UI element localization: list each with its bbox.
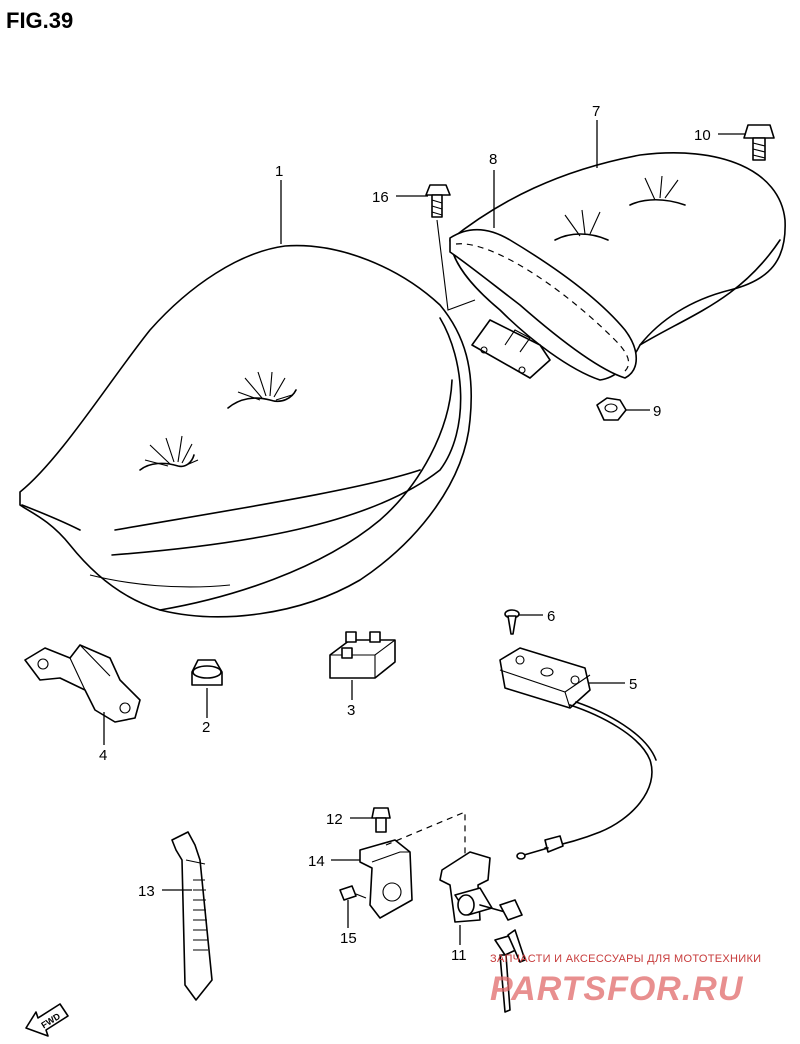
bolt-10 bbox=[743, 124, 775, 161]
cushion-2 bbox=[191, 659, 223, 686]
rubber-block-3 bbox=[329, 631, 396, 679]
screw-12 bbox=[371, 807, 391, 833]
callout-5: 5 bbox=[629, 676, 637, 693]
front-seat bbox=[19, 244, 473, 618]
callout-12: 12 bbox=[326, 811, 343, 828]
seat-dimple-upper bbox=[227, 371, 297, 409]
screw-15 bbox=[339, 885, 367, 901]
seat-dimple-lower bbox=[139, 435, 199, 471]
callout-16: 16 bbox=[372, 189, 389, 206]
callout-9: 9 bbox=[653, 403, 661, 420]
screw-6 bbox=[504, 609, 520, 635]
callout-7: 7 bbox=[592, 103, 600, 120]
lock-set-11 bbox=[439, 851, 526, 1013]
callout-13: 13 bbox=[138, 883, 155, 900]
lock-release-5 bbox=[499, 647, 657, 860]
rear-seat bbox=[449, 152, 786, 381]
watermark-caption: ЗАПЧАСТИ И АКСЕССУАРЫ ДЛЯ МОТОТЕХНИКИ bbox=[490, 953, 761, 965]
watermark: ЗАПЧАСТИ И АКСЕССУАРЫ ДЛЯ МОТОТЕХНИКИ PA… bbox=[490, 953, 761, 1008]
callout-15: 15 bbox=[340, 930, 357, 947]
bolt-16 bbox=[425, 184, 476, 311]
callout-10: 10 bbox=[694, 127, 711, 144]
bracket-4 bbox=[24, 644, 141, 723]
callout-6: 6 bbox=[547, 608, 555, 625]
callout-1: 1 bbox=[275, 163, 283, 180]
callout-14: 14 bbox=[308, 853, 325, 870]
cable-tie-13 bbox=[171, 831, 213, 1001]
callout-3: 3 bbox=[347, 702, 355, 719]
callout-8: 8 bbox=[489, 151, 497, 168]
callout-4: 4 bbox=[99, 747, 107, 764]
bracket-14 bbox=[359, 839, 413, 919]
callout-2: 2 bbox=[202, 719, 210, 736]
nut-9 bbox=[596, 397, 627, 421]
watermark-logo: PARTSFOR.RU bbox=[490, 970, 744, 1008]
callout-11: 11 bbox=[451, 947, 467, 964]
fwd-arrow-icon: FWD bbox=[25, 1003, 69, 1037]
figure-title: FIG.39 bbox=[6, 8, 73, 33]
